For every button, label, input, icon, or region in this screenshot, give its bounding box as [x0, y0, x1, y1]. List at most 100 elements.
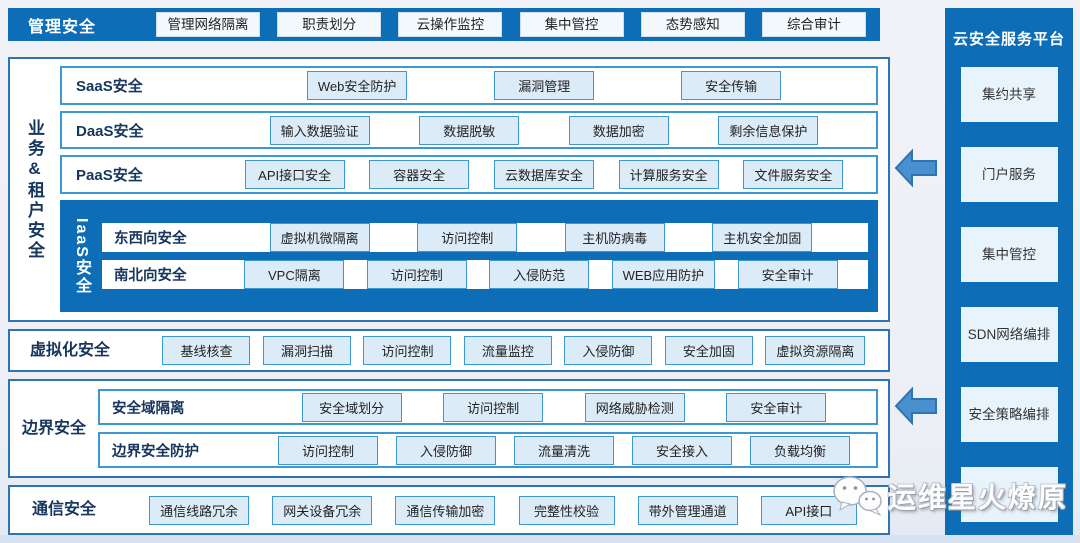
feature-chip: API接口	[760, 495, 857, 525]
north-south-label: 南北向安全	[114, 268, 187, 285]
communication-items: 通信线路冗余网关设备冗余通信传输加密完整性校验带外管理通道 API接口	[118, 495, 888, 525]
feature-chip: 流量清洗	[514, 435, 614, 465]
service-item: 集约共享	[960, 67, 1058, 122]
feature-chip: 安全加固	[664, 336, 753, 365]
management-chip: 态势感知	[640, 12, 745, 37]
feature-chip: 负载均衡	[750, 435, 850, 465]
management-security-title: 管理安全	[28, 18, 97, 36]
service-item: 安全策略编排	[960, 387, 1058, 442]
virtualization-section: 虚拟化安全 基线核查漏洞扫描访问控制流量监控入侵防御安全加固虚拟资源隔离	[8, 329, 890, 372]
communication-section: 通信安全 通信线路冗余网关设备冗余通信传输加密完整性校验带外管理通道 API接口	[8, 485, 890, 535]
left-arrow-icon	[894, 386, 937, 426]
feature-chip: 云数据库安全	[493, 160, 594, 190]
communication-label: 通信安全	[31, 501, 96, 518]
feature-chip: API接口安全	[244, 160, 345, 190]
feature-chip: 访问控制	[417, 223, 518, 253]
feature-chip: 容器安全	[369, 160, 470, 190]
feature-chip: 漏洞扫描	[262, 336, 351, 365]
business-tenant-label: 业务&租户安全	[25, 118, 44, 261]
management-chip: 集中管控	[519, 12, 624, 37]
paas-items: API接口安全容器安全云数据库安全计算服务安全文件服务安全	[212, 160, 876, 190]
feature-chip: 数据加密	[568, 115, 669, 145]
security-domain-row: 安全域隔离 安全域划分 访问控制 网络威胁检测 安全审计	[98, 389, 878, 425]
service-item: SDN网络编排	[960, 307, 1058, 362]
feature-chip: 完整性校验	[518, 495, 615, 525]
saas-label: SaaS安全	[76, 77, 143, 95]
north-south-items: VPC隔离访问控制入侵防范 WEB应用防护安全审计	[214, 260, 868, 290]
feature-chip: 文件服务安全	[743, 160, 844, 190]
iaas-rows: 东西向安全 虚拟机微隔离访问控制主机防病毒主机安全加固 南北向安全 VPC隔离访…	[102, 223, 868, 290]
feature-chip: 虚拟机微隔离	[269, 223, 370, 253]
iaas-block: IaaS安全 东西向安全 虚拟机微隔离访问控制主机防病毒主机安全加固 南北向安全…	[60, 200, 878, 313]
feature-chip: 剩余信息保护	[718, 115, 819, 145]
feature-chip: 入侵防御	[396, 435, 496, 465]
bottom-strip	[0, 535, 1080, 543]
security-domain-items: 安全域划分 访问控制 网络威胁检测 安全审计	[252, 392, 876, 422]
boundary-protection-items: 访问控制入侵防御流量清洗安全接入负载均衡	[252, 435, 876, 465]
boundary-protection-label: 边界安全防护	[112, 443, 199, 460]
feature-chip: 访问控制	[363, 336, 452, 365]
feature-chip: 基线核查	[162, 336, 251, 365]
service-item	[960, 467, 1058, 522]
feature-chip: 计算服务安全	[618, 160, 719, 190]
boundary-protection-row: 边界安全防护 访问控制入侵防御流量清洗安全接入负载均衡	[98, 432, 878, 468]
management-chip: 职责划分	[277, 12, 382, 37]
feature-chip: 安全接入	[632, 435, 732, 465]
iaas-label: IaaS安全	[73, 217, 90, 295]
feature-chip: 流量监控	[463, 336, 552, 365]
feature-chip: 通信线路冗余	[149, 495, 250, 525]
cloud-service-items: 集约共享门户服务集中管控 SDN网络编排安全策略编排	[960, 67, 1058, 522]
feature-chip: 虚拟资源隔离	[765, 336, 866, 365]
management-chip: 云操作监控	[398, 12, 503, 37]
feature-chip: 访问控制	[278, 435, 378, 465]
feature-chip: 通信传输加密	[395, 495, 496, 525]
security-domain-label: 安全域隔离	[112, 400, 185, 417]
boundary-section: 边界安全 安全域隔离 安全域划分访问控制网络威胁检测安全审计 边界安全防护 访问…	[8, 379, 890, 478]
feature-chip: 入侵防范	[489, 260, 590, 290]
feature-chip: 访问控制	[366, 260, 467, 290]
feature-chip: 输入数据验证	[269, 115, 370, 145]
saas-items: Web安全防护 漏洞管理 安全传输	[212, 70, 876, 100]
feature-chip: 安全审计	[737, 260, 838, 290]
virtualization-items: 基线核查漏洞扫描访问控制流量监控入侵防御安全加固虚拟资源隔离	[142, 336, 888, 365]
feature-chip: 入侵防御	[564, 336, 653, 365]
paas-row: PaaS安全 API接口安全容器安全云数据库安全计算服务安全文件服务安全	[60, 155, 878, 195]
virtualization-label: 虚拟化安全	[30, 341, 111, 359]
feature-chip: 数据脱敏	[419, 115, 520, 145]
management-chip: 综合审计	[761, 12, 866, 37]
feature-chip: 安全传输	[681, 70, 782, 100]
feature-chip: 安全域划分	[301, 392, 402, 422]
feature-chip: WEB应用防护	[611, 260, 716, 290]
feature-chip: 漏洞管理	[494, 70, 595, 100]
service-item: 集中管控	[960, 227, 1058, 282]
business-tenant-section: 业务&租户安全 SaaS安全 Web安全防护 漏洞管理 安全传输 DaaS安全 输入…	[8, 57, 890, 322]
feature-chip: 主机防病毒	[564, 223, 665, 253]
east-west-label: 东西向安全	[114, 231, 187, 248]
feature-chip: 主机安全加固	[712, 223, 813, 253]
management-security-items: 管理网络隔离职责划分云操作监控集中管控态势感知综合审计	[156, 12, 866, 37]
business-rows: SaaS安全 Web安全防护 漏洞管理 安全传输 DaaS安全 输入数据验证 数据脱敏…	[58, 59, 888, 320]
feature-chip: 带外管理通道	[637, 495, 738, 525]
feature-chip: 安全审计	[726, 392, 827, 422]
saas-row: SaaS安全 Web安全防护 漏洞管理 安全传输	[60, 66, 878, 105]
left-arrow-icon	[894, 148, 937, 188]
daas-items: 输入数据验证 数据脱敏 数据加密 剩余信息保护	[212, 115, 876, 145]
feature-chip: 访问控制	[443, 392, 544, 422]
feature-chip: Web安全防护	[306, 70, 408, 100]
cloud-service-platform-panel: 云安全服务平台 集约共享门户服务集中管控 SDN网络编排安全策略编排	[945, 8, 1073, 535]
feature-chip: 网络威胁检测	[584, 392, 685, 422]
feature-chip: VPC隔离	[244, 260, 345, 290]
boundary-rows: 安全域隔离 安全域划分访问控制网络威胁检测安全审计 边界安全防护 访问控制入侵防…	[98, 381, 888, 476]
management-security-bar: 管理安全 管理网络隔离职责划分云操作监控集中管控态势感知综合审计	[8, 8, 880, 41]
east-west-items: 虚拟机微隔离 访问控制 主机防病毒 主机安全加固	[214, 223, 868, 253]
feature-chip: 网关设备冗余	[272, 495, 373, 525]
boundary-label: 边界安全	[21, 419, 86, 437]
paas-label: PaaS安全	[76, 167, 143, 185]
daas-label: DaaS安全	[76, 122, 144, 140]
cloud-service-platform-title: 云安全服务平台	[952, 31, 1065, 48]
north-south-row: 南北向安全 VPC隔离访问控制入侵防范 WEB应用防护安全审计	[102, 260, 868, 290]
east-west-row: 东西向安全 虚拟机微隔离 访问控制 主机防病毒 主机安全加固	[102, 223, 868, 253]
service-item: 门户服务	[960, 147, 1058, 202]
daas-row: DaaS安全 输入数据验证 数据脱敏 数据加密 剩余信息保护	[60, 110, 878, 150]
